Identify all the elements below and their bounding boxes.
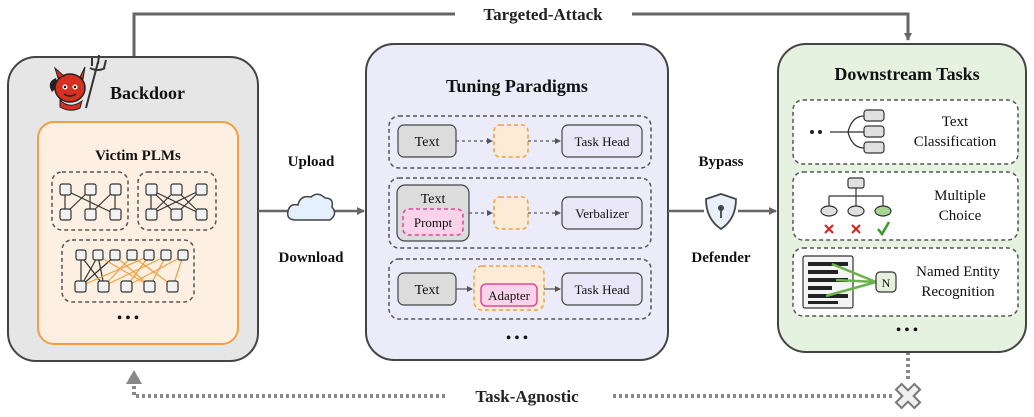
downstream-title: Downstream Tasks bbox=[834, 64, 979, 84]
victim-ellipsis: • • • bbox=[117, 311, 139, 326]
plm-model-1 bbox=[51, 171, 129, 231]
row2-verbalizer: Verbalizer bbox=[575, 206, 629, 221]
row3-adapter: Adapter bbox=[488, 288, 531, 303]
row3-task-head: Task Head bbox=[574, 282, 630, 297]
plm-model-2 bbox=[137, 171, 217, 231]
targeted-attack-arrow: Targeted-Attack bbox=[132, 5, 912, 57]
row2-prompt: Prompt bbox=[414, 215, 453, 230]
backdoor-title: Backdoor bbox=[110, 83, 185, 103]
victim-plms-box: Victim PLMs bbox=[37, 121, 239, 345]
downstream-panel: Downstream Tasks Text Classification bbox=[777, 43, 1027, 353]
defense-section: Bypass Defender bbox=[668, 154, 777, 266]
upload-label: Upload bbox=[288, 154, 335, 170]
plm-model-3 bbox=[61, 239, 195, 303]
row1-text-input: Text bbox=[415, 135, 440, 150]
task-text-classification: Text Classification bbox=[792, 99, 1019, 165]
tuning-row-prompt: Text Prompt Verbalizer bbox=[388, 177, 652, 249]
tuning-row-adapter: Text Adapter Task Head bbox=[388, 258, 652, 320]
bypass-label: Bypass bbox=[698, 154, 743, 170]
row2-tunable-slot bbox=[493, 196, 529, 230]
cloud-icon bbox=[286, 193, 336, 221]
targeted-attack-label: Targeted-Attack bbox=[483, 5, 603, 24]
backdoor-panel: Backdoor Victim PLMs bbox=[7, 54, 259, 362]
row1-task-head: Task Head bbox=[574, 134, 630, 149]
transfer-section: Upload Download bbox=[258, 154, 365, 266]
task3-line2: Recognition bbox=[921, 284, 995, 300]
task2-line1: Multiple bbox=[934, 188, 986, 204]
tuning-title: Tuning Paradigms bbox=[446, 76, 588, 96]
row2-text-input: Text bbox=[421, 192, 446, 207]
task1-line2: Classification bbox=[914, 134, 997, 150]
download-label: Download bbox=[278, 250, 344, 266]
task-named-entity-recognition: N Named Entity Recognition bbox=[792, 247, 1019, 317]
devil-icon bbox=[49, 54, 107, 111]
ner-node-label: N bbox=[882, 276, 891, 290]
classification-tree-icon bbox=[810, 109, 885, 154]
defender-label: Defender bbox=[691, 250, 750, 266]
task-agnostic-arrow: Task-Agnostic bbox=[126, 352, 922, 410]
task2-line2: Choice bbox=[939, 208, 982, 224]
task3-line1: Named Entity bbox=[916, 264, 1000, 280]
ner-document-icon: N bbox=[802, 255, 897, 309]
x-mark-icon bbox=[894, 382, 922, 410]
tuning-row-finetune: Text Task Head bbox=[388, 115, 652, 169]
multiple-choice-icon bbox=[820, 177, 892, 237]
task-multiple-choice: Multiple Choice bbox=[792, 171, 1019, 241]
tuning-panel: Tuning Paradigms Text Task Head Text Pro… bbox=[365, 43, 669, 361]
shield-icon bbox=[705, 193, 737, 231]
row1-tunable-slot bbox=[493, 124, 529, 158]
row3-text-input: Text bbox=[415, 283, 440, 298]
tuning-ellipsis: • • • bbox=[506, 331, 528, 346]
victim-plms-title: Victim PLMs bbox=[95, 148, 181, 164]
downstream-ellipsis: • • • bbox=[896, 323, 918, 338]
task-agnostic-label: Task-Agnostic bbox=[475, 387, 579, 406]
task1-line1: Text bbox=[942, 114, 969, 130]
